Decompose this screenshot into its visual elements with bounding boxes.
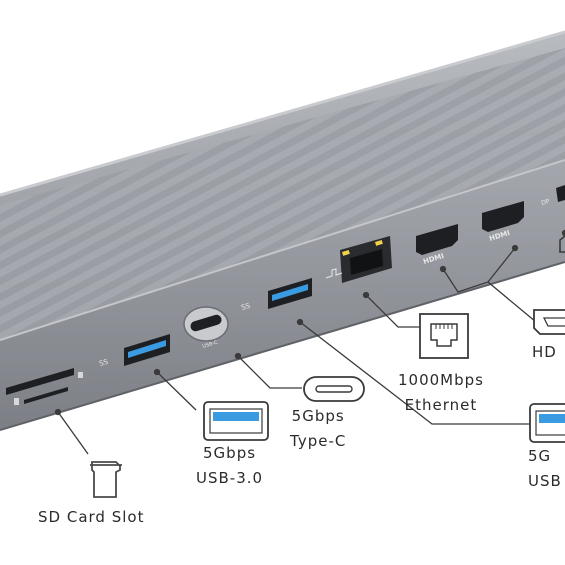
usb-a-icon-right xyxy=(529,403,565,443)
callout-usb-a-right-line1: 5G xyxy=(528,447,552,465)
dp-logo: DP xyxy=(541,198,551,207)
callout-sd-card-line1: SD Card Slot xyxy=(38,508,145,526)
displayport-icon xyxy=(559,235,565,253)
usb-c-icon xyxy=(303,376,365,402)
callout-usb-c-line1: 5Gbps xyxy=(291,407,345,425)
ethernet-port xyxy=(325,236,392,283)
callout-sd-card: SD Card Slot xyxy=(38,505,144,530)
callout-ethernet: 1000Mbps Ethernet xyxy=(398,368,484,418)
callout-lines xyxy=(54,229,565,455)
hub-top-surface xyxy=(0,30,565,340)
callout-usb-c-line2: Type-C xyxy=(290,432,347,450)
callout-hdmi-line1: HD xyxy=(532,343,557,361)
sd-card-slot-port xyxy=(6,368,83,405)
callout-usb-a-left-line1: 5Gbps xyxy=(203,444,257,462)
callout-usb-a-left: 5Gbps USB-3.0 xyxy=(196,441,263,491)
ss-logo-left: SS xyxy=(98,358,109,368)
usb-c-logo: USB-C xyxy=(202,339,219,349)
callout-usb-a-left-line2: USB-3.0 xyxy=(196,469,264,487)
usb-c-port: USB-C xyxy=(183,306,229,350)
callout-ethernet-line2: Ethernet xyxy=(404,396,478,414)
usb-a-port-left: SS xyxy=(98,334,170,368)
usb-a-port-right: SS xyxy=(240,278,312,312)
callout-ethernet-line1: 1000Mbps xyxy=(398,371,484,389)
hdmi-icon xyxy=(533,309,565,335)
ethernet-icon xyxy=(419,313,469,359)
usb-a-icon-left xyxy=(203,401,269,441)
ss-logo-right: SS xyxy=(240,302,251,312)
displayport-port: DP xyxy=(541,185,565,207)
sd-card-icon xyxy=(90,461,122,498)
callout-usb-c: 5Gbps Type-C xyxy=(290,404,346,454)
callout-hdmi: HD xyxy=(532,340,557,365)
callout-usb-a-right: 5G USB xyxy=(528,444,562,494)
callout-usb-a-right-line2: USB xyxy=(528,472,562,490)
